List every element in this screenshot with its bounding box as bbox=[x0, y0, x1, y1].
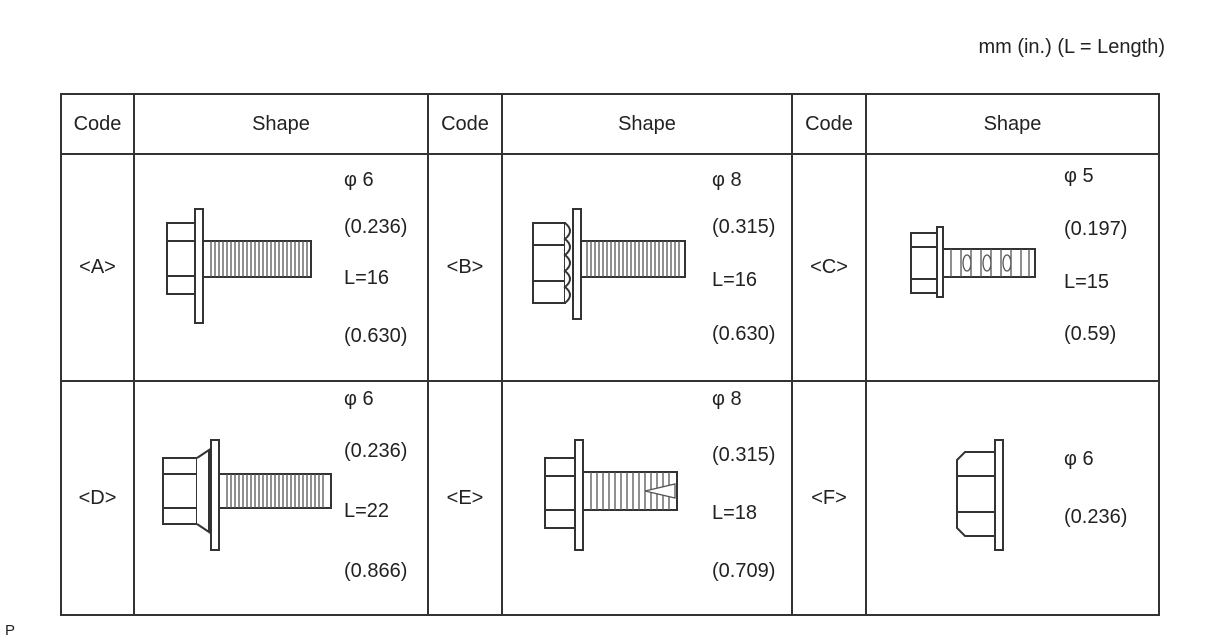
header-code: Code bbox=[427, 93, 503, 155]
spec-diameter-inch: (0.236) bbox=[344, 440, 408, 462]
bolt-a-icon bbox=[166, 208, 312, 324]
spec-diameter-inch: (0.236) bbox=[1064, 506, 1128, 528]
unit-note: mm (in.) (L = Length) bbox=[978, 36, 1165, 58]
spec-diameter: φ 6 bbox=[344, 388, 374, 410]
code-d: <D> bbox=[60, 380, 135, 616]
header-code: Code bbox=[791, 93, 867, 155]
spec-diameter-inch: (0.236) bbox=[344, 216, 408, 238]
shape-cell-c: φ 5 (0.197) L=15 (0.59) bbox=[865, 153, 1160, 382]
spec-length-inch: (0.709) bbox=[712, 560, 776, 582]
code-e: <E> bbox=[427, 380, 503, 616]
spec-diameter: φ 8 bbox=[712, 388, 742, 410]
flange-bolt-d-icon bbox=[162, 439, 332, 551]
spec-length: L=18 bbox=[712, 502, 758, 524]
spec-length-inch: (0.630) bbox=[712, 323, 776, 345]
spec-length: L=15 bbox=[1064, 271, 1110, 293]
code-b: <B> bbox=[427, 153, 503, 382]
table-row: <A> φ 6 (0.236) L=16 (0.630) <B> bbox=[60, 153, 1160, 382]
flange-nut-f-icon bbox=[956, 439, 1004, 551]
spec-length: L=16 bbox=[712, 269, 758, 291]
spec-diameter: φ 6 bbox=[344, 169, 374, 191]
spec-diameter-inch: (0.197) bbox=[1064, 218, 1128, 240]
header-shape: Shape bbox=[865, 93, 1160, 155]
header-row: Code Shape Code Shape Code Shape bbox=[60, 93, 1160, 155]
spec-length-inch: (0.866) bbox=[344, 560, 408, 582]
tapping-screw-c-icon bbox=[910, 226, 1036, 298]
shape-cell-d: φ 6 (0.236) L=22 (0.866) bbox=[133, 380, 429, 616]
spec-length-inch: (0.630) bbox=[344, 325, 408, 347]
spec-diameter: φ 5 bbox=[1064, 165, 1094, 187]
fastener-table: Code Shape Code Shape Code Shape <A> φ 6… bbox=[60, 93, 1160, 616]
header-code: Code bbox=[60, 93, 135, 155]
spec-length: L=16 bbox=[344, 267, 390, 289]
table-row: <D> φ 6 (0.236) L=22 (0.866) <E> bbox=[60, 380, 1160, 616]
spec-diameter-inch: (0.315) bbox=[712, 216, 776, 238]
figure-mark: P bbox=[5, 622, 16, 639]
spec-diameter: φ 8 bbox=[712, 169, 742, 191]
spec-length: L=22 bbox=[344, 500, 390, 522]
spec-length-inch: (0.59) bbox=[1064, 323, 1117, 345]
bolt-b-icon bbox=[532, 208, 686, 320]
shape-cell-f: φ 6 (0.236) bbox=[865, 380, 1160, 616]
code-c: <C> bbox=[791, 153, 867, 382]
spec-diameter: φ 6 bbox=[1064, 448, 1094, 470]
shape-cell-e: φ 8 (0.315) L=18 (0.709) bbox=[501, 380, 793, 616]
code-f: <F> bbox=[791, 380, 867, 616]
header-shape: Shape bbox=[133, 93, 429, 155]
header-shape: Shape bbox=[501, 93, 793, 155]
bolt-e-icon bbox=[544, 439, 678, 551]
shape-cell-b: φ 8 (0.315) L=16 (0.630) bbox=[501, 153, 793, 382]
spec-diameter-inch: (0.315) bbox=[712, 444, 776, 466]
shape-cell-a: φ 6 (0.236) L=16 (0.630) bbox=[133, 153, 429, 382]
code-a: <A> bbox=[60, 153, 135, 382]
